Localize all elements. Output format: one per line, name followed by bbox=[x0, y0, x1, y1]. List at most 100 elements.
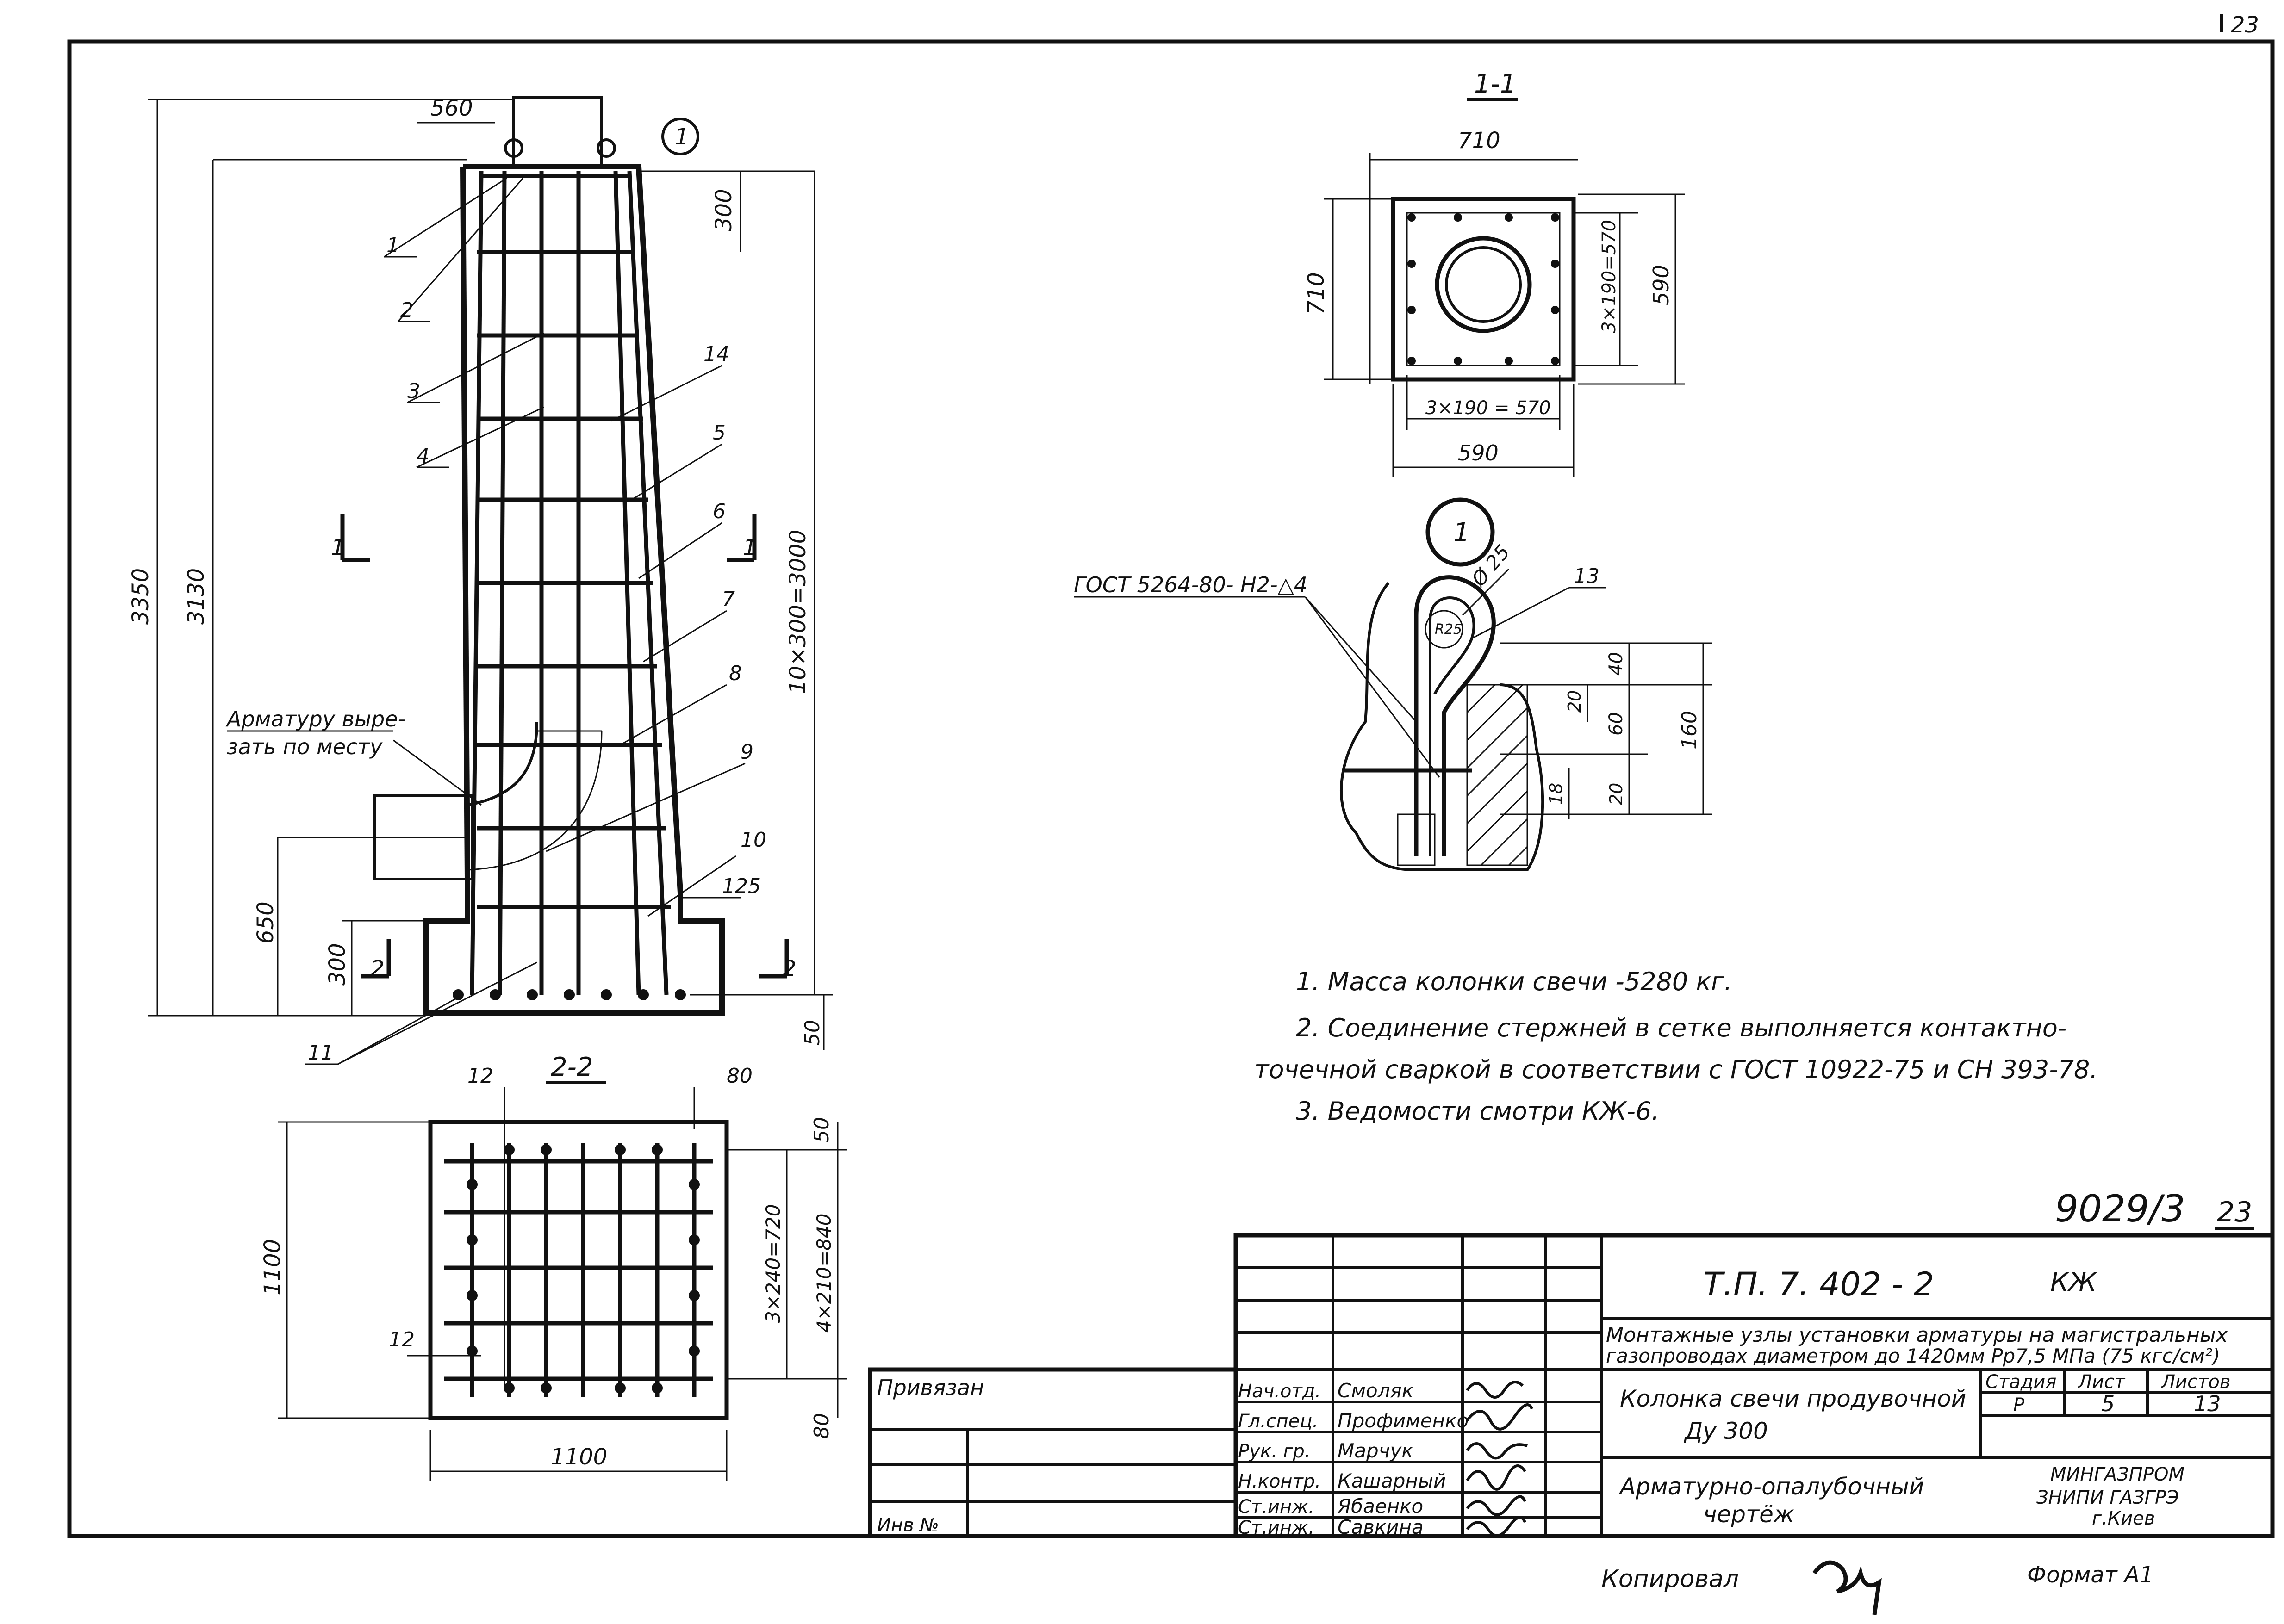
lifting-hook-right bbox=[597, 138, 616, 158]
copied-by-label: Копировал bbox=[1601, 1565, 1739, 1593]
dim-base-ledge: 125 bbox=[722, 874, 761, 898]
node-lower-block bbox=[1397, 813, 1436, 866]
section-1-1-outline bbox=[1391, 197, 1576, 382]
leader bbox=[1304, 596, 1440, 778]
signer-role-5: Ст.инж. bbox=[1238, 1496, 1314, 1518]
dim-pitch-a: 3×240=720 bbox=[762, 1204, 784, 1323]
format-label: Формат А1 bbox=[2027, 1562, 2153, 1588]
object-name-2: Ду 300 bbox=[1684, 1418, 1768, 1444]
object-name-1: Колонка свечи продувочной bbox=[1620, 1385, 1966, 1412]
lifting-hook-left bbox=[504, 138, 523, 158]
node-mark-label: 1 bbox=[675, 124, 689, 150]
signer-role-2: Гл.спец. bbox=[1238, 1411, 1318, 1432]
column-left-edge bbox=[460, 166, 470, 880]
dim-80-bottom: 80 bbox=[810, 1413, 834, 1439]
signer-role-6: Ст.инж. bbox=[1238, 1517, 1314, 1538]
dim-50: 50 bbox=[810, 1117, 834, 1143]
dim-bottom-inner: 3×190 = 570 bbox=[1425, 397, 1551, 419]
title-block: Привязан Инв № Нач.отд. Смоляк Гл.спец. … bbox=[868, 1233, 2275, 1538]
node-radius: R25 bbox=[1435, 621, 1462, 638]
note-1: 1. Масса колонки свечи -5280 кг. bbox=[1296, 967, 1732, 996]
standard-ref: ГОСТ 5264-80- Н2-△4 bbox=[1074, 572, 1307, 597]
organization-1: МИНГАЗПРОМ bbox=[2050, 1464, 2184, 1485]
dim-bottom-1100: 1100 bbox=[551, 1444, 607, 1470]
pipe-outer bbox=[1435, 236, 1532, 333]
callout-7: 7 bbox=[722, 588, 735, 611]
section-2-2-outline bbox=[428, 1120, 729, 1420]
col-sheets: Листов bbox=[2160, 1371, 2230, 1393]
section-1-1-inner bbox=[1406, 212, 1561, 366]
node-concrete-outline bbox=[1340, 582, 1544, 871]
inv-label: Инв № bbox=[877, 1515, 939, 1536]
sheets-value: 13 bbox=[2194, 1391, 2221, 1416]
dim-bottom-outer: 590 bbox=[1458, 440, 1499, 465]
drawing-name-1: Арматурно-опалубочный bbox=[1618, 1473, 1924, 1500]
linked-label: Привязан bbox=[877, 1375, 984, 1400]
callout-6: 6 bbox=[713, 500, 726, 523]
callout-11: 11 bbox=[308, 1041, 334, 1065]
leader bbox=[1304, 596, 1417, 722]
section-1-1-dots bbox=[1407, 213, 1559, 365]
callout-4: 4 bbox=[417, 444, 429, 468]
node-dim-20-top: 20 bbox=[1564, 690, 1585, 713]
subject-line-2: газопроводах диаметром до 1420мм Рр7,5 М… bbox=[1606, 1345, 2220, 1367]
dim-left-710: 710 bbox=[1303, 272, 1329, 315]
note-2-cont: точечной сваркой в соответствии с ГОСТ 1… bbox=[1254, 1055, 2098, 1084]
node-1-detail: 1 ГОСТ 5264-80- Н2-△4 Ø 25 R25 13 bbox=[1074, 497, 1712, 871]
linked-block bbox=[868, 1367, 1238, 1538]
sheet-value: 5 bbox=[2101, 1391, 2115, 1416]
drawing-mark: КЖ bbox=[2050, 1267, 2098, 1297]
callout-8: 8 bbox=[729, 662, 742, 685]
dim-total-height: 3350 bbox=[128, 568, 154, 625]
pipe-bend bbox=[467, 721, 538, 806]
rebar-horizontals bbox=[477, 174, 671, 909]
dim-top-710: 710 bbox=[1458, 128, 1500, 154]
cut-mark-left-2: 2 bbox=[370, 956, 385, 982]
section-1-1-title: 1-1 bbox=[1474, 69, 1516, 99]
column-outline bbox=[423, 164, 725, 1016]
drawing-name-2: чертёж bbox=[1703, 1501, 1794, 1528]
signer-role-1: Нач.отд. bbox=[1238, 1381, 1321, 1402]
signer-role-3: Рук. гр. bbox=[1238, 1441, 1311, 1462]
signer-name-3: Марчук bbox=[1338, 1439, 1413, 1462]
node-dim-40: 40 bbox=[1606, 652, 1627, 676]
signatures bbox=[1466, 1381, 1533, 1537]
organization-3: г.Киев bbox=[2092, 1508, 2155, 1529]
signer-name-4: Кашарный bbox=[1338, 1469, 1446, 1492]
callout-14: 14 bbox=[703, 342, 729, 366]
dim-right-inner: 3×190=570 bbox=[1599, 220, 1620, 333]
note-3: 3. Ведомости смотри КЖ-6. bbox=[1296, 1097, 1659, 1126]
pipe-bend-inner bbox=[467, 731, 603, 871]
callout-2: 2 bbox=[400, 298, 413, 322]
dim-top-right-80: 80 bbox=[727, 1064, 753, 1088]
dim-left-1100: 1100 bbox=[260, 1239, 286, 1295]
node-dim-60: 60 bbox=[1606, 712, 1627, 736]
cut-mark-left: 1 bbox=[331, 535, 345, 561]
section-2-2-grid bbox=[444, 1143, 713, 1397]
dim-top-step: 300 bbox=[711, 189, 737, 231]
col-sheet: Лист bbox=[2077, 1371, 2126, 1393]
section-1-1: 1-1 710 710 3×190=570 bbox=[1303, 69, 1685, 477]
node-dim-20-bottom: 20 bbox=[1606, 783, 1626, 805]
hook-eye bbox=[1425, 610, 1463, 649]
callout-3: 3 bbox=[407, 379, 420, 403]
node-hatch-area bbox=[1466, 684, 1528, 866]
node-hatch bbox=[1466, 684, 1528, 866]
note-cut-rebar-1: Арматуру выре- bbox=[225, 707, 405, 731]
node-1-title: 1 bbox=[1453, 518, 1470, 548]
corner-sheet-number: 23 bbox=[2231, 12, 2259, 38]
dim-pitch-b: 4×210=840 bbox=[813, 1214, 835, 1333]
cut-mark-right: 1 bbox=[743, 535, 757, 561]
node-mark-circle bbox=[661, 118, 699, 155]
callout-5: 5 bbox=[713, 421, 726, 445]
callout-9: 9 bbox=[741, 740, 753, 764]
callout-leaders bbox=[305, 177, 746, 1065]
copied-by-signature bbox=[1812, 1560, 1882, 1615]
signer-name-1: Смоляк bbox=[1338, 1379, 1414, 1402]
album-number: 9029/3 bbox=[2055, 1187, 2185, 1230]
signer-role-4: Н.контр. bbox=[1238, 1471, 1321, 1492]
pipe-inner bbox=[1445, 246, 1522, 323]
node-1-title-circle bbox=[1425, 497, 1495, 567]
dim-base-step: 300 bbox=[324, 943, 350, 986]
